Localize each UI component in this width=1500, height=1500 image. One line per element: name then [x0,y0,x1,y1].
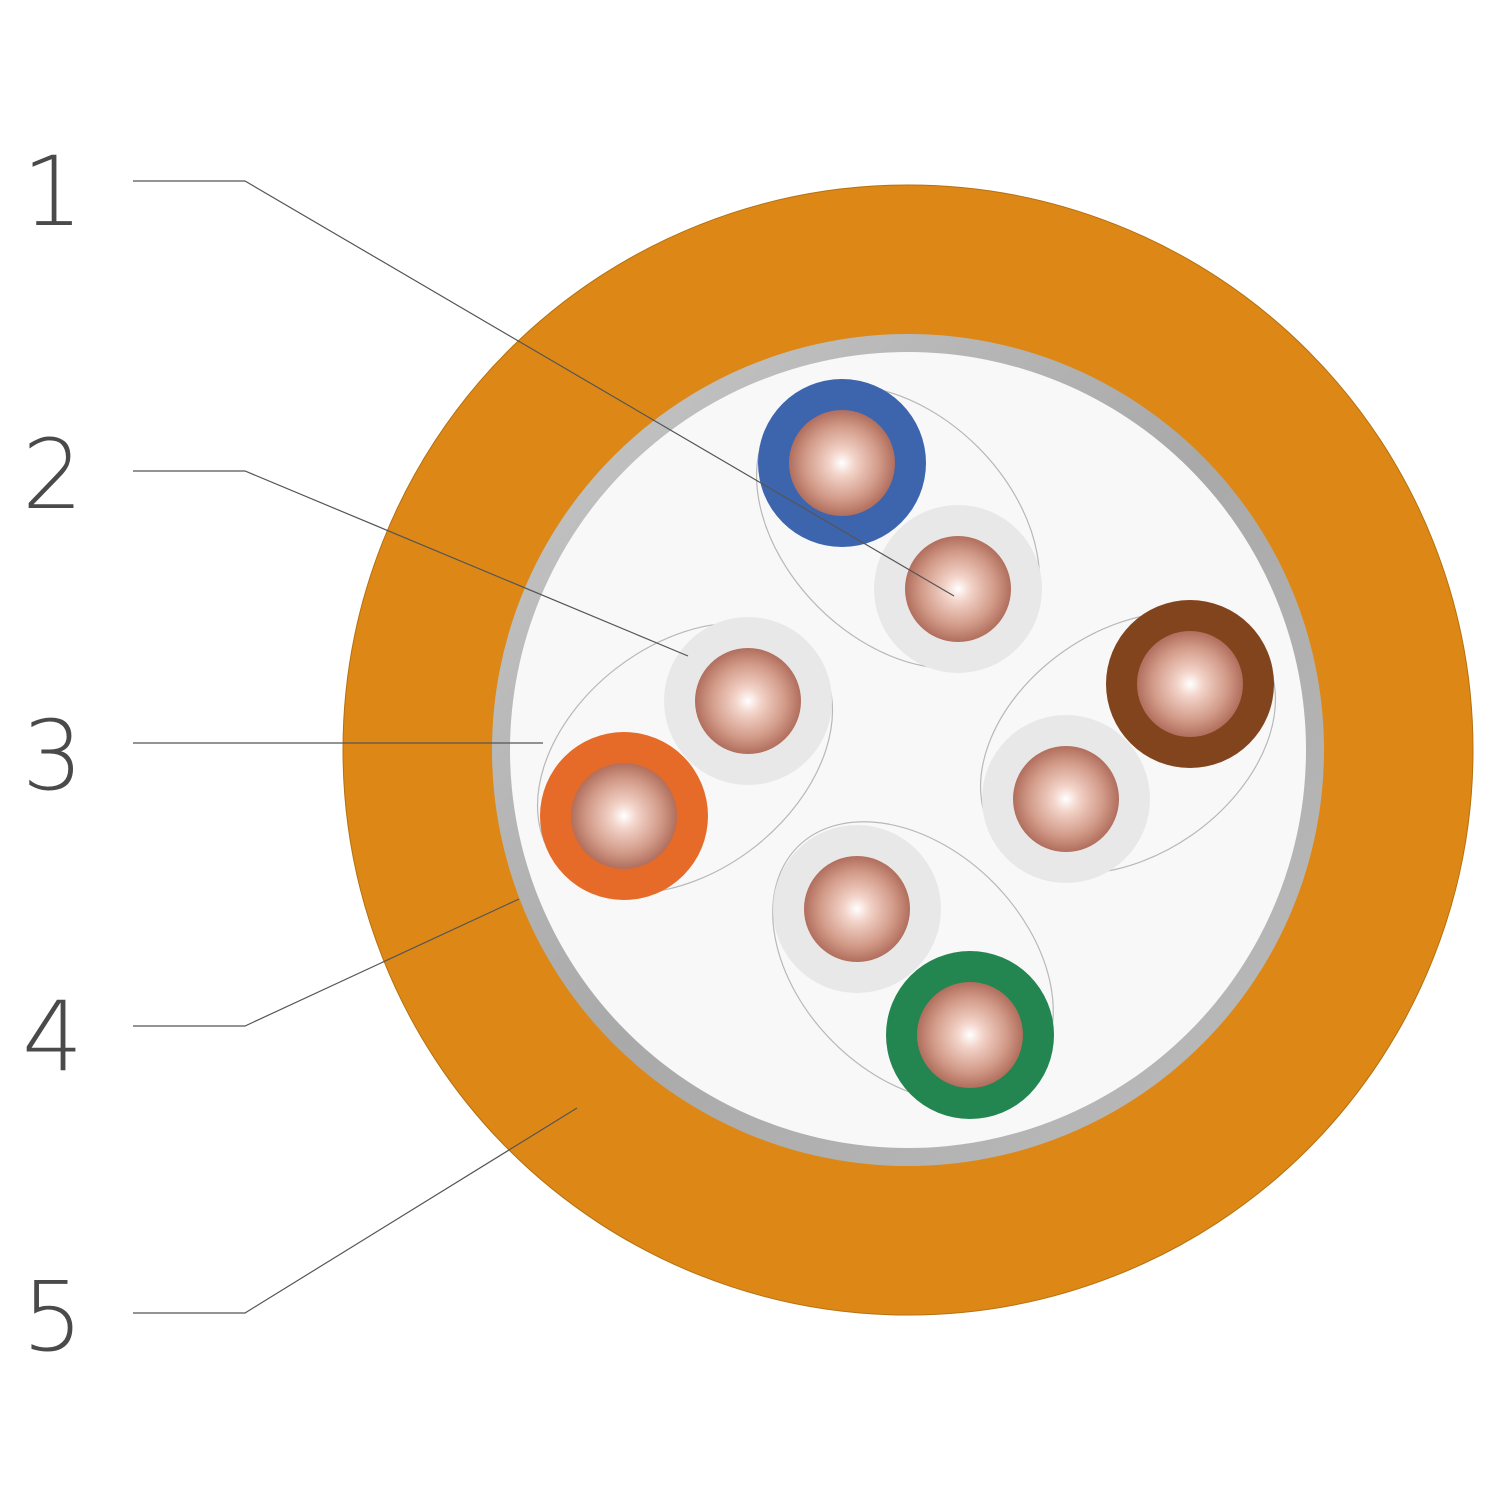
brown-conductor [1137,631,1243,737]
callout-number-3: 3 [22,700,83,812]
blue-white-conductor [905,536,1011,642]
brown-pair [982,600,1274,883]
orange-white-conductor [695,648,801,754]
blue-pair [758,379,1042,673]
callout-number-1: 1 [22,136,83,248]
callout-number-2: 2 [22,419,83,531]
orange-conductor [571,763,677,869]
callout-number-5: 5 [22,1261,83,1373]
blue-conductor [789,410,895,516]
green-white-conductor [804,856,910,962]
brown-white-conductor [1013,746,1119,852]
orange-pair [540,617,832,900]
filler-core [510,352,1306,1148]
leader-line-5 [133,1107,578,1314]
green-pair [773,825,1054,1119]
callout-number-4: 4 [22,981,83,1093]
leader-line-2 [133,470,689,657]
green-conductor [917,982,1023,1088]
leader-line-4 [133,898,520,1027]
leader-line-1 [133,180,955,597]
